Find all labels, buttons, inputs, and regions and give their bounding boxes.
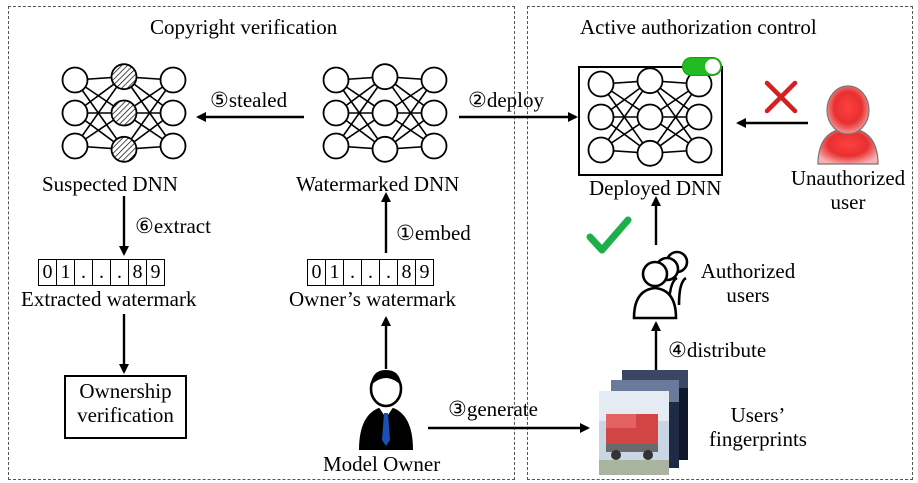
nn-node: [159, 132, 187, 160]
wm-cell: 9: [419, 261, 430, 283]
ownership-verification-line1: Ownership: [79, 379, 172, 403]
nn-node: [61, 66, 89, 94]
extracted-watermark-strip: 0 1 . . . 8 9: [38, 259, 165, 286]
suspected-dnn-network: [61, 63, 187, 163]
toggle-on-icon: [682, 57, 722, 76]
wm-cell: .: [362, 260, 380, 285]
step-generate-label: ③generate: [448, 397, 538, 421]
wm-cell: .: [75, 260, 93, 285]
nn-node: [636, 103, 664, 131]
model-owner-label: Model Owner: [323, 452, 441, 476]
step-distribute-label: ④distribute: [668, 338, 767, 362]
nn-node: [587, 103, 615, 131]
users-fingerprints-label: Users’ fingerprints: [690, 403, 826, 451]
step-stealed-label: ⑤stealed: [210, 88, 288, 112]
step-embed-label: ①embed: [396, 221, 471, 245]
wm-cell: 0: [39, 260, 57, 285]
nn-node: [322, 99, 350, 127]
nn-edge: [600, 83, 651, 154]
nn-node: [61, 132, 89, 160]
wm-cell: .: [380, 260, 398, 285]
nn-node: [636, 67, 664, 95]
authorized-users-label: Authorized users: [693, 259, 803, 307]
active-authorization-title: Active authorization control: [580, 15, 817, 39]
nn-node: [587, 136, 615, 164]
nn-node-hatched: [110, 99, 138, 127]
deployed-dnn-network: [587, 67, 713, 167]
unauthorized-user-icon: [817, 85, 879, 165]
ownership-verification-box: Ownership verification: [64, 375, 187, 439]
check-icon: [586, 216, 632, 254]
users-fingerprints-line2: fingerprints: [709, 427, 807, 451]
users-fingerprints-line1: Users’: [730, 403, 786, 427]
nn-node: [685, 103, 713, 131]
wm-cell: 1: [326, 260, 344, 285]
step-deploy-label: ②deploy: [468, 88, 544, 112]
copyright-verification-title: Copyright verification: [150, 15, 338, 39]
wm-cell: 9: [150, 261, 161, 283]
watermarked-dnn-label: Watermarked DNN: [296, 172, 460, 196]
nn-edge: [384, 79, 435, 150]
unauthorized-user-line2: user: [830, 190, 866, 214]
nn-node: [587, 70, 615, 98]
nn-node: [685, 136, 713, 164]
nn-node: [322, 66, 350, 94]
authorized-users-line2: users: [726, 283, 770, 307]
nn-node-hatched: [110, 135, 138, 163]
nn-node: [420, 99, 448, 127]
ownership-verification-line2: verification: [77, 403, 174, 427]
wm-cell: 8: [398, 260, 416, 285]
nn-edge: [123, 79, 174, 150]
unauthorized-user-line1: Unauthorized: [790, 166, 906, 190]
nn-edge: [384, 76, 435, 147]
nn-node: [636, 139, 664, 167]
copyright-verification-panel: [8, 6, 515, 480]
nn-edge: [335, 79, 386, 150]
wm-cell: 8: [129, 260, 147, 285]
cross-icon: [764, 80, 798, 114]
extracted-watermark-label: Extracted watermark: [21, 287, 197, 311]
wm-cell: .: [93, 260, 111, 285]
nn-node: [322, 132, 350, 160]
nn-node: [371, 135, 399, 163]
unauthorized-user-label: Unauthorized user: [778, 166, 918, 214]
owners-watermark-label: Owner’s watermark: [289, 287, 456, 311]
wm-cell: 0: [308, 260, 326, 285]
nn-node: [371, 99, 399, 127]
wm-cell: .: [344, 260, 362, 285]
step-extract-label: ⑥extract: [135, 214, 211, 238]
nn-node: [61, 99, 89, 127]
wm-cell: 1: [57, 260, 75, 285]
nn-node: [420, 66, 448, 94]
nn-edge: [74, 76, 125, 147]
fingerprint-images-icon: [599, 370, 688, 475]
nn-node: [159, 66, 187, 94]
suspected-dnn-label: Suspected DNN: [42, 172, 178, 196]
deployed-dnn-box: [578, 66, 723, 176]
nn-edge: [74, 79, 125, 150]
model-owner-icon: [359, 370, 413, 450]
nn-edge: [649, 83, 700, 154]
nn-node: [159, 99, 187, 127]
wm-cell: .: [111, 260, 129, 285]
nn-edge: [600, 80, 651, 151]
nn-edge: [335, 76, 386, 147]
authorized-users-icon: [632, 250, 689, 320]
watermarked-dnn-network: [322, 63, 448, 163]
nn-node: [420, 132, 448, 160]
owners-watermark-strip: 0 1 . . . 8 9: [307, 259, 434, 286]
active-authorization-panel: [527, 6, 913, 480]
deployed-dnn-label: Deployed DNN: [589, 176, 722, 200]
authorized-users-line1: Authorized: [700, 259, 796, 283]
nn-node-hatched: [110, 63, 138, 91]
nn-node: [371, 63, 399, 91]
nn-edge: [123, 76, 174, 147]
nn-edge: [649, 80, 700, 151]
